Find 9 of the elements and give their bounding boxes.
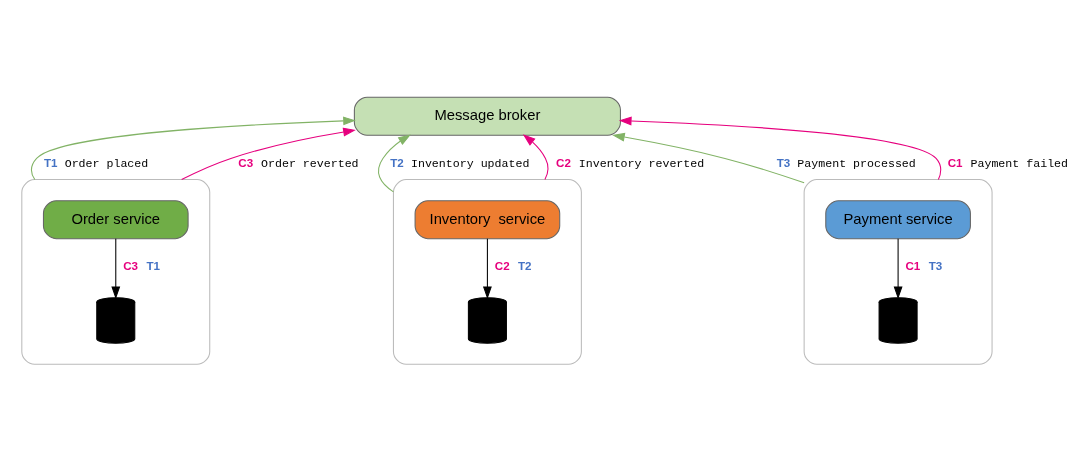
edge-label: T1 Order placed	[43, 155, 149, 170]
edge-label: T3 Payment processed	[776, 155, 916, 170]
edge-label: C2 Inventory reverted	[556, 155, 705, 170]
edge-label: C3 T1	[123, 259, 160, 273]
edge-label: C2 T2	[494, 259, 532, 273]
edge-label: C1 T3	[905, 259, 943, 273]
edge-label: C3 Order reverted	[238, 155, 359, 170]
edge-label: T2 Inventory updated	[390, 155, 530, 170]
edge-label: C1 Payment failed	[947, 155, 1069, 170]
